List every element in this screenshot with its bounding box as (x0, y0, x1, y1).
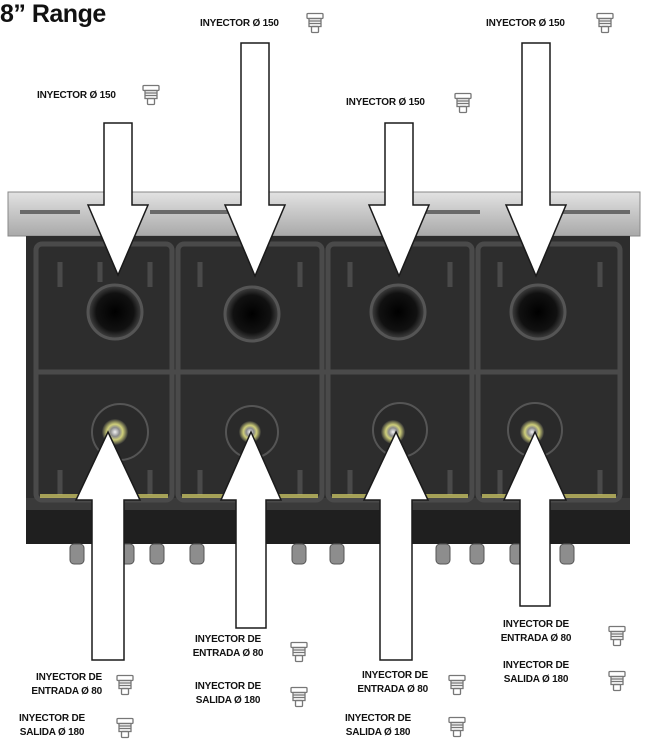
injector-icon (606, 670, 628, 692)
arrow-down-2 (223, 42, 287, 278)
injector-icon (114, 717, 136, 739)
injector-icon (288, 641, 310, 663)
label-inlet-80-4: INYECTOR DE ENTRADA Ø 80 (500, 619, 572, 644)
arrow-up-4 (502, 430, 568, 607)
label-injector-150-1: INYECTOR Ø 150 (37, 90, 116, 101)
label-inlet-80-2: INYECTOR DE ENTRADA Ø 80 (192, 634, 264, 659)
label-outlet-180-3: INYECTOR DE SALIDA Ø 180 (345, 713, 411, 738)
control-knobs (69, 543, 575, 565)
arrow-up-3 (362, 430, 430, 661)
small-burners (91, 402, 563, 461)
label-inlet-80-3: INYECTOR DE ENTRADA Ø 80 (357, 670, 428, 695)
arrow-up-1 (74, 430, 142, 661)
injector-icon (288, 686, 310, 708)
arrow-up-2 (219, 430, 283, 629)
up-arrows (74, 430, 568, 661)
arrow-down-4 (504, 42, 568, 278)
injector-icon (606, 625, 628, 647)
injector-icon (594, 12, 616, 34)
injector-icon (304, 12, 326, 34)
injector-icon (446, 716, 468, 738)
arrow-down-3 (367, 122, 431, 278)
front-rail (26, 498, 630, 510)
page-title: 8” Range (0, 0, 106, 28)
label-injector-150-4: INYECTOR Ø 150 (486, 18, 565, 29)
injector-icon (114, 674, 136, 696)
down-arrows (86, 42, 568, 278)
label-outlet-180-1: INYECTOR DE SALIDA Ø 180 (19, 713, 85, 738)
label-injector-150-3: INYECTOR Ø 150 (346, 97, 425, 108)
injector-icon (446, 674, 468, 696)
label-injector-150-2: INYECTOR Ø 150 (200, 18, 279, 29)
large-burners (86, 283, 567, 343)
injector-icon (452, 92, 474, 114)
arrow-down-1 (86, 122, 150, 277)
label-inlet-80-1: INYECTOR DE ENTRADA Ø 80 (31, 672, 102, 697)
label-outlet-180-4: INYECTOR DE SALIDA Ø 180 (503, 660, 569, 685)
back-panel-slots (20, 210, 630, 214)
label-outlet-180-2: INYECTOR DE SALIDA Ø 180 (195, 681, 261, 706)
injector-icon (140, 84, 162, 106)
